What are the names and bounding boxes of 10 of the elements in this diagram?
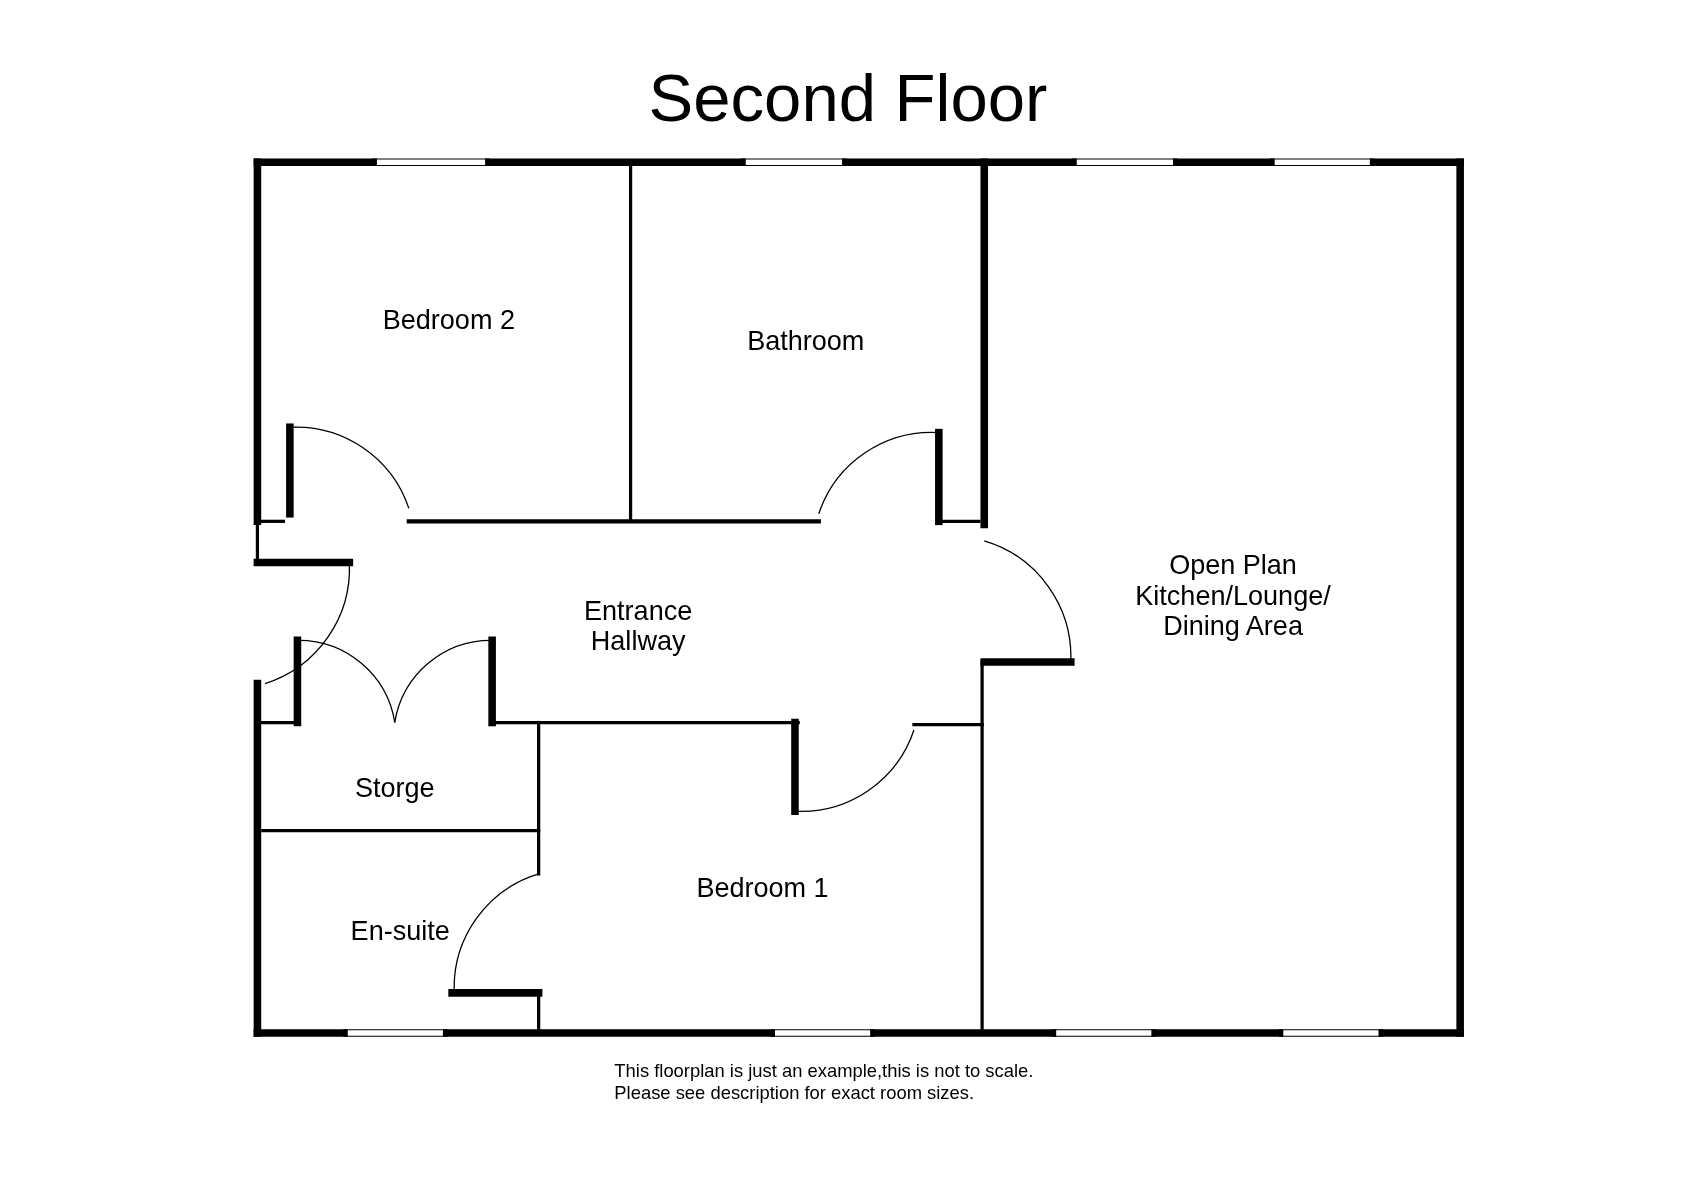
disclaimer-note: Please see description for exact room sizes. bbox=[614, 1082, 975, 1105]
room-name: Bathroom bbox=[747, 325, 865, 356]
room-name: Bedroom 2 bbox=[382, 303, 515, 335]
room-name: Storge bbox=[354, 771, 435, 802]
room-name: En-suite bbox=[350, 915, 450, 946]
room-name: Open Plan Kitchen/Lounge/ Dining Area bbox=[1134, 549, 1332, 641]
plan-title: Second Floor bbox=[648, 60, 1048, 136]
disclaimer-note: This floorplan is just an example,this is not to scale. bbox=[614, 1061, 1034, 1083]
room-name: Entrance Hallway bbox=[583, 594, 694, 655]
room-name: Bedroom 1 bbox=[696, 871, 829, 903]
